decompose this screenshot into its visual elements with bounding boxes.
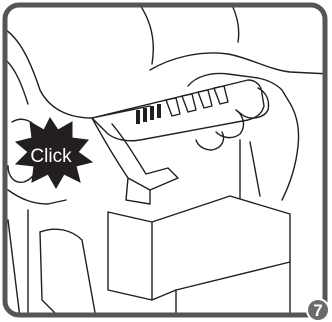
buckle-ridge [150, 106, 154, 120]
step-badge: 7 [306, 298, 330, 322]
callout-label: Click [30, 146, 72, 167]
buckle-ridge [157, 104, 161, 118]
step-number: 7 [313, 301, 322, 320]
buckle-ridge [143, 108, 147, 122]
buckle-ridge [136, 110, 140, 124]
